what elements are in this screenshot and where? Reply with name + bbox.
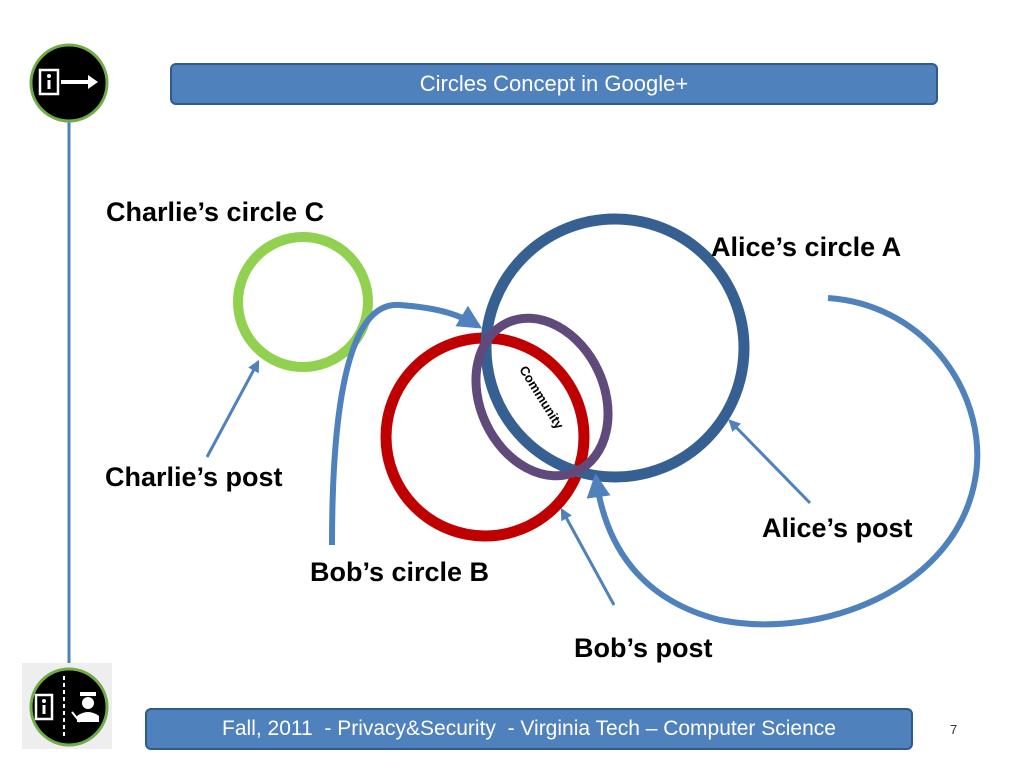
alice-post-label: Alice’s post: [762, 513, 913, 543]
slide-title: Circles Concept in Google+: [170, 63, 938, 105]
bob-circle-curved-arrow: [329, 301, 483, 546]
bob-circle-label: Bob’s circle B: [310, 557, 490, 587]
alice-circle-label: Alice’s circle A: [711, 232, 902, 262]
page-number: 7: [950, 722, 958, 737]
exit-door-arrow-icon: [29, 43, 109, 123]
user-officer-icon: [22, 663, 112, 749]
bob-post-arrow: [560, 507, 616, 606]
footer-bar: Fall, 2011 - Privacy&Security - Virginia…: [145, 708, 913, 750]
alice-post-arrow: [728, 419, 812, 505]
charlie-circle-c: [233, 232, 373, 372]
community-ellipse: [471, 313, 613, 481]
charlie-circle-label: Charlie’s circle C: [106, 197, 325, 227]
alice-circle-curved-arrow: [586, 295, 981, 628]
charlie-post-arrow: [205, 359, 260, 458]
charlie-post-label: Charlie’s post: [105, 462, 283, 492]
bob-post-label: Bob’s post: [574, 633, 713, 663]
